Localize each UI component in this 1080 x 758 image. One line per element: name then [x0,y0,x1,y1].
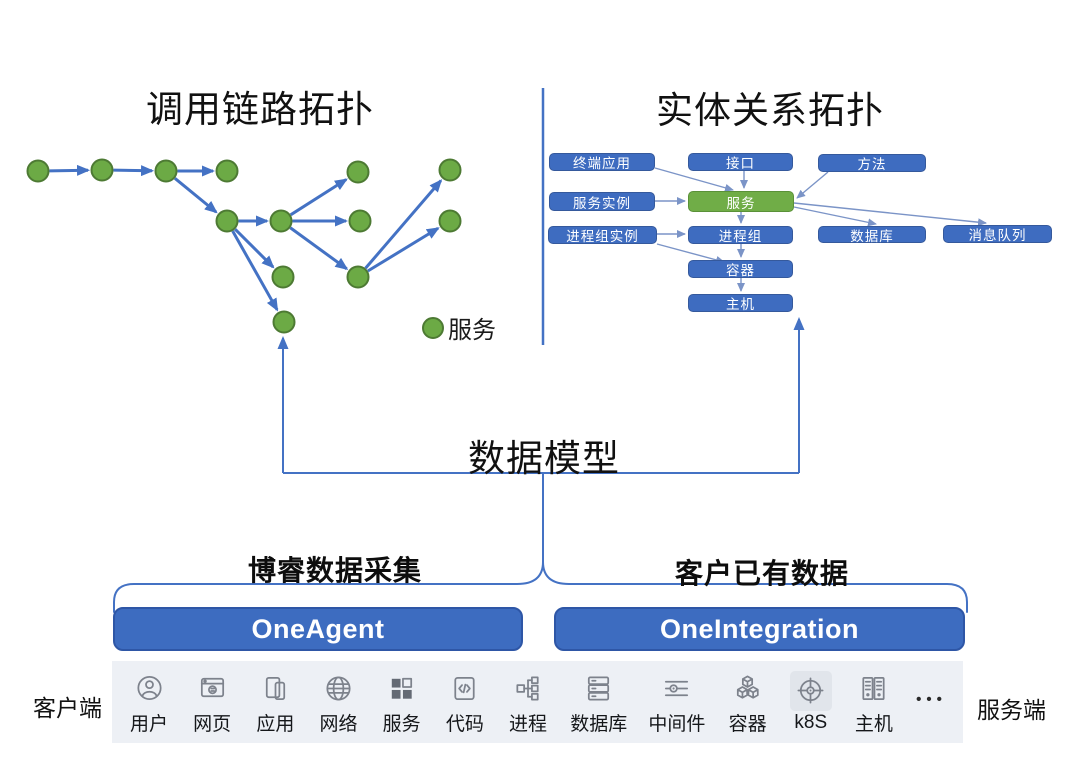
entity-box-service-instance: 服务实例 [549,192,655,211]
strip-item-middleware: 中间件 [648,668,705,736]
more-items-ellipsis: ••• [916,690,947,708]
strip-item-network: 网络 [318,668,360,736]
strip-item-label: 网页 [193,714,232,735]
webpage-icon [191,668,233,708]
service-icon [381,668,423,708]
network-icon [318,668,360,708]
entity-edge [793,202,987,227]
container-icon [727,668,769,708]
call-edge [234,228,275,269]
strip-item-label: k8S [794,711,828,733]
entity-box-interface: 接口 [688,153,793,171]
entity-box-method: 方法 [818,154,926,172]
entity-edge [654,167,734,192]
strip-item-code: 代码 [444,668,486,736]
entity-edge [656,243,725,264]
service-node [438,158,462,182]
service-node [348,209,372,233]
call-edge [364,179,443,270]
entity-box-service: 服务 [688,191,794,212]
strip-item-database: 数据库 [570,668,627,736]
oneintegration-button: OneIntegration [554,607,965,651]
strip-item-k8s: k8S [789,670,832,734]
strip-item-label: 中间件 [648,714,706,735]
service-node [154,159,178,183]
entity-box-database: 数据库 [818,226,926,244]
strip-item-label: 数据库 [570,714,628,735]
strip-item-process: 进程 [507,668,549,736]
strip-item-app: 应用 [254,668,296,736]
database-icon [578,668,620,708]
service-node [215,209,239,233]
server-side-label: 服务端 [977,697,1046,723]
middleware-icon [656,668,698,708]
data-source-strip: 用户 网页 应用 网络 服务 代码 进程 数据库中间件 容器 k8S 主机 ••• [112,661,963,743]
service-legend-label: 服务 [448,317,496,344]
entity-edge [793,206,877,227]
k8s-icon [789,670,832,711]
call-edge [231,230,279,312]
service-node [215,159,239,183]
oneagent-button: OneAgent [113,607,523,651]
strip-item-user: 用户 [128,668,170,736]
strip-item-label: 容器 [728,714,767,735]
call-edge [367,226,440,273]
entity-box-process-group: 进程组 [688,226,793,244]
service-node [272,310,296,334]
strip-item-label: 应用 [256,714,295,735]
call-edge [49,164,91,176]
process-icon [507,668,549,708]
call-edge [289,178,348,217]
strip-item-label: 主机 [854,714,893,735]
code-icon [444,668,486,708]
call-chain-title: 调用链路拓扑 [146,89,374,130]
strip-item-label: 服务 [382,714,421,735]
service-node [346,160,370,184]
borui-collection-label: 博睿数据采集 [247,555,422,586]
entity-edge [796,171,829,199]
service-node [346,265,370,289]
service-node [269,209,293,233]
entity-box-host: 主机 [688,294,793,312]
strip-item-label: 代码 [445,714,484,735]
strip-item-host: 主机 [853,668,895,736]
strip-item-webpage: 网页 [191,668,233,736]
entity-box-terminal-app: 终端应用 [549,153,655,171]
service-node [90,158,114,182]
host-icon [853,668,895,708]
strip-item-label: 网络 [319,714,358,735]
call-edge [289,226,349,270]
service-legend: 服务 [422,310,496,345]
service-legend-icon [422,316,444,339]
strip-item-label: 进程 [509,714,548,735]
entity-box-message-queue: 消息队列 [943,225,1052,243]
right-collector-outline [542,561,968,613]
strip-item-container: 容器 [727,668,769,736]
entity-box-process-group-instance: 进程组实例 [548,226,657,244]
app-icon [254,668,296,708]
left-collector-outline [113,561,544,613]
call-edge [173,177,218,214]
customer-data-label: 客户已有数据 [674,558,849,589]
call-edge [113,165,155,177]
strip-item-service: 服务 [381,668,423,736]
user-icon [128,668,170,708]
service-node [271,265,295,289]
entity-box-container: 容器 [688,260,793,278]
strip-item-label: 用户 [129,714,168,735]
data-model-title: 数据模型 [468,438,620,479]
client-side-label: 客户端 [33,695,102,721]
entity-topology-title: 实体关系拓扑 [656,90,884,131]
service-node [438,209,462,233]
service-node [26,159,50,183]
